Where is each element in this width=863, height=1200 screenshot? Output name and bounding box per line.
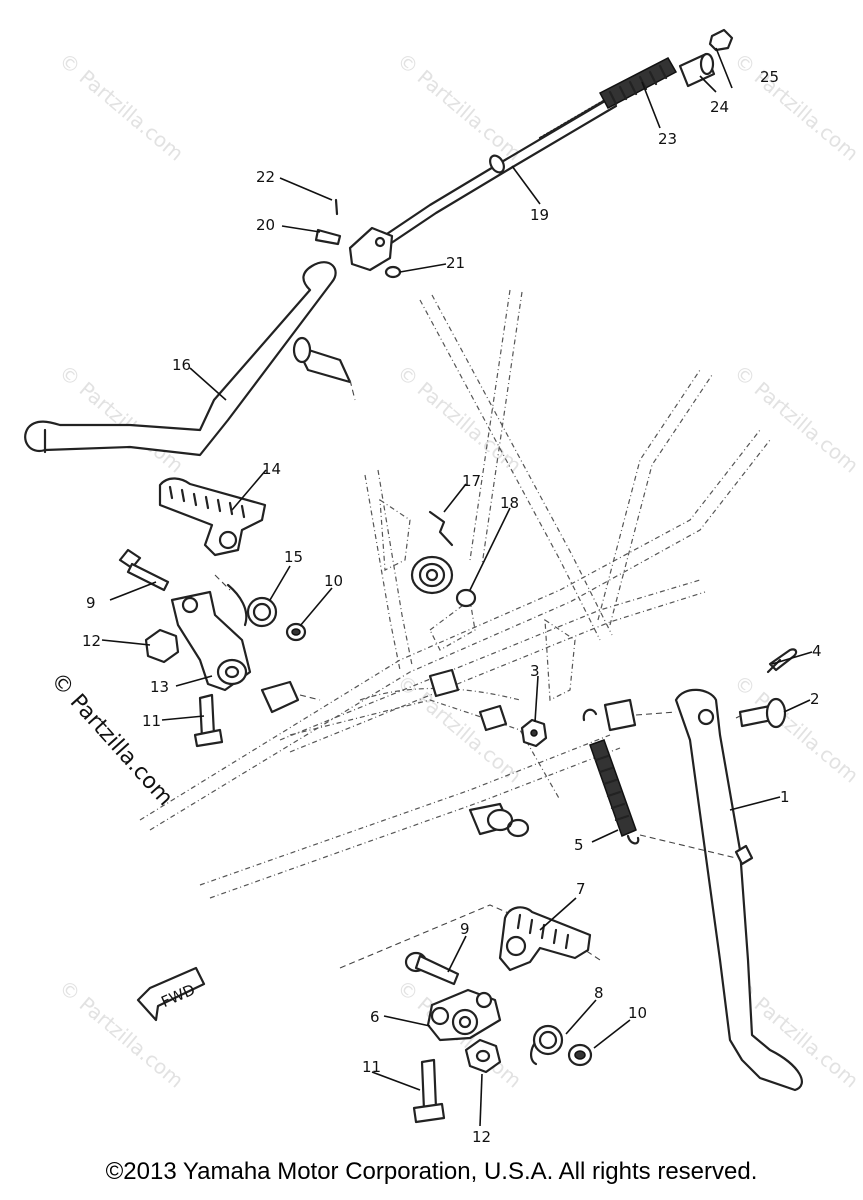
callout-14: 14	[262, 460, 281, 478]
callout-2: 2	[810, 690, 820, 708]
side-stand-group	[520, 648, 803, 1092]
frame-studs	[428, 668, 530, 838]
callout-4: 4	[812, 642, 822, 660]
copyright-notice: ©2013 Yamaha Motor Corporation, U.S.A. A…	[105, 1158, 758, 1185]
callout-12-left: 12	[82, 632, 101, 650]
callout-3: 3	[530, 662, 540, 680]
parts-diagram: FWD 25 24 23 19	[24, 28, 822, 1146]
brake-pedal-16	[24, 261, 356, 457]
callout-23: 23	[658, 130, 677, 148]
callout-22: 22	[256, 168, 275, 186]
callout-17: 17	[462, 472, 481, 490]
callout-24: 24	[710, 98, 729, 116]
callout-21: 21	[446, 254, 465, 272]
callout-11-right: 11	[362, 1058, 381, 1076]
callout-9-right: 9	[460, 920, 470, 938]
brake-rod-assembly	[314, 28, 734, 279]
callout-8: 8	[594, 984, 604, 1002]
spring-23	[598, 57, 678, 110]
callout-25: 25	[760, 68, 779, 86]
callout-18: 18	[500, 494, 519, 512]
callout-5: 5	[574, 836, 584, 854]
callout-11-left: 11	[142, 712, 161, 730]
callout-10-right: 10	[628, 1004, 647, 1022]
callout-15: 15	[284, 548, 303, 566]
leader-lines	[101, 47, 813, 1127]
callout-12-right: 12	[472, 1128, 491, 1146]
left-footrest-group	[118, 477, 321, 748]
callout-6: 6	[370, 1008, 380, 1026]
callout-1: 1	[780, 788, 790, 806]
callout-9-left: 9	[86, 594, 96, 612]
callout-13: 13	[150, 678, 169, 696]
callout-labels: 25 24 23 19 22 20 21 16 14 17 18 15 9 10…	[82, 68, 822, 1146]
right-footrest-group	[339, 904, 601, 1124]
callout-7: 7	[576, 880, 586, 898]
pedal-spring-17-18	[410, 510, 477, 608]
fwd-arrow-icon: FWD	[136, 966, 206, 1022]
callout-19: 19	[530, 206, 549, 224]
callout-10-left: 10	[324, 572, 343, 590]
callout-16: 16	[172, 356, 191, 374]
callout-20: 20	[256, 216, 275, 234]
